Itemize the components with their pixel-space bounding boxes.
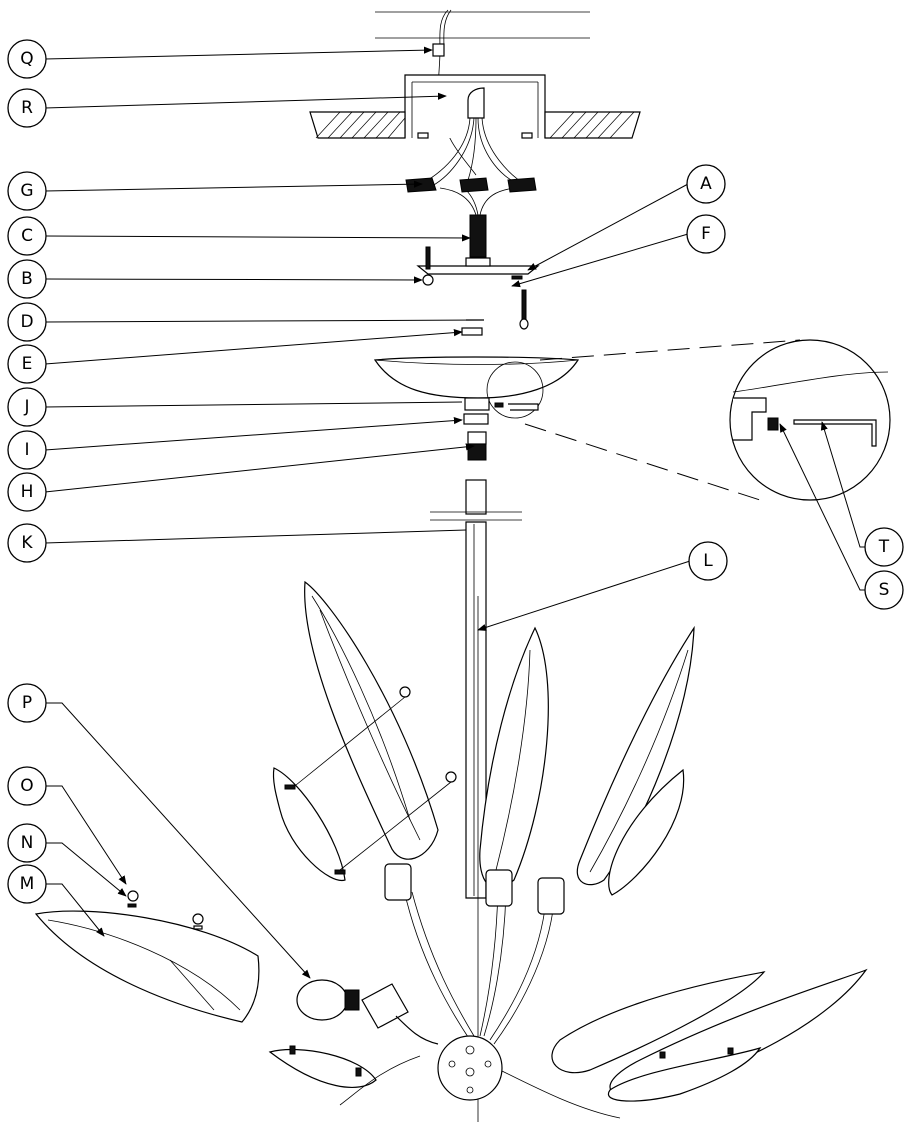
- hex-nut: [461, 327, 483, 336]
- callout-E: E: [7, 344, 47, 384]
- callout-H: H: [7, 472, 47, 512]
- callout-N: N: [7, 823, 47, 863]
- callout-T-label: T: [878, 537, 890, 557]
- callout-F-label: F: [701, 224, 711, 244]
- glass-leaf-shade: [34, 910, 260, 1023]
- conduit: [467, 87, 485, 119]
- finial-nut: [192, 913, 204, 925]
- callout-C-label: C: [21, 226, 33, 246]
- callout-R: R: [7, 88, 47, 128]
- threaded-nipple: [469, 214, 487, 258]
- callout-G-label: G: [20, 181, 33, 201]
- canopy: [373, 356, 580, 419]
- callout-L-label: L: [703, 551, 713, 571]
- set-screw-detail: [524, 339, 891, 501]
- callout-M: M: [7, 864, 47, 904]
- callout-C: C: [7, 216, 47, 256]
- callout-P: P: [7, 683, 47, 723]
- callout-A: A: [686, 164, 726, 204]
- callout-N-label: N: [21, 833, 34, 853]
- callout-P-label: P: [22, 693, 32, 713]
- callout-M-label: M: [20, 874, 35, 894]
- canopy-collar: [463, 413, 489, 425]
- callout-B-label: B: [21, 269, 33, 289]
- bulb-and-socket: [296, 979, 439, 1045]
- callout-A-label: A: [700, 174, 712, 194]
- callout-E-label: E: [22, 354, 33, 374]
- callout-S-label: S: [879, 580, 890, 600]
- callout-S: S: [864, 570, 904, 610]
- callout-B: B: [7, 259, 47, 299]
- leaf-screws: [127, 686, 734, 1077]
- callout-O-label: O: [20, 776, 33, 796]
- callout-R-label: R: [21, 98, 33, 118]
- ceiling-assembly: [309, 9, 641, 176]
- callout-Q-label: Q: [20, 49, 33, 69]
- callout-Q: Q: [7, 39, 47, 79]
- callout-F: F: [686, 214, 726, 254]
- safety-cable-clamp: [432, 43, 445, 57]
- callout-D: D: [7, 302, 47, 342]
- callout-I-label: I: [24, 440, 29, 460]
- callout-K-label: K: [21, 533, 33, 553]
- callout-H-label: H: [21, 482, 34, 502]
- lamp-arms: [339, 863, 621, 1119]
- callout-T: T: [864, 527, 904, 567]
- callout-G: G: [7, 171, 47, 211]
- leader-lines: [44, 46, 876, 979]
- callout-L: L: [688, 541, 728, 581]
- down-rod: [430, 479, 522, 1122]
- callout-O: O: [7, 766, 47, 806]
- callout-J-label: J: [23, 397, 29, 417]
- callout-J: J: [7, 387, 47, 427]
- callout-I: I: [7, 430, 47, 470]
- callout-D-label: D: [20, 312, 33, 332]
- callout-K: K: [7, 523, 47, 563]
- mounting-bracket: [416, 246, 540, 330]
- leaf-shades: [34, 580, 868, 1102]
